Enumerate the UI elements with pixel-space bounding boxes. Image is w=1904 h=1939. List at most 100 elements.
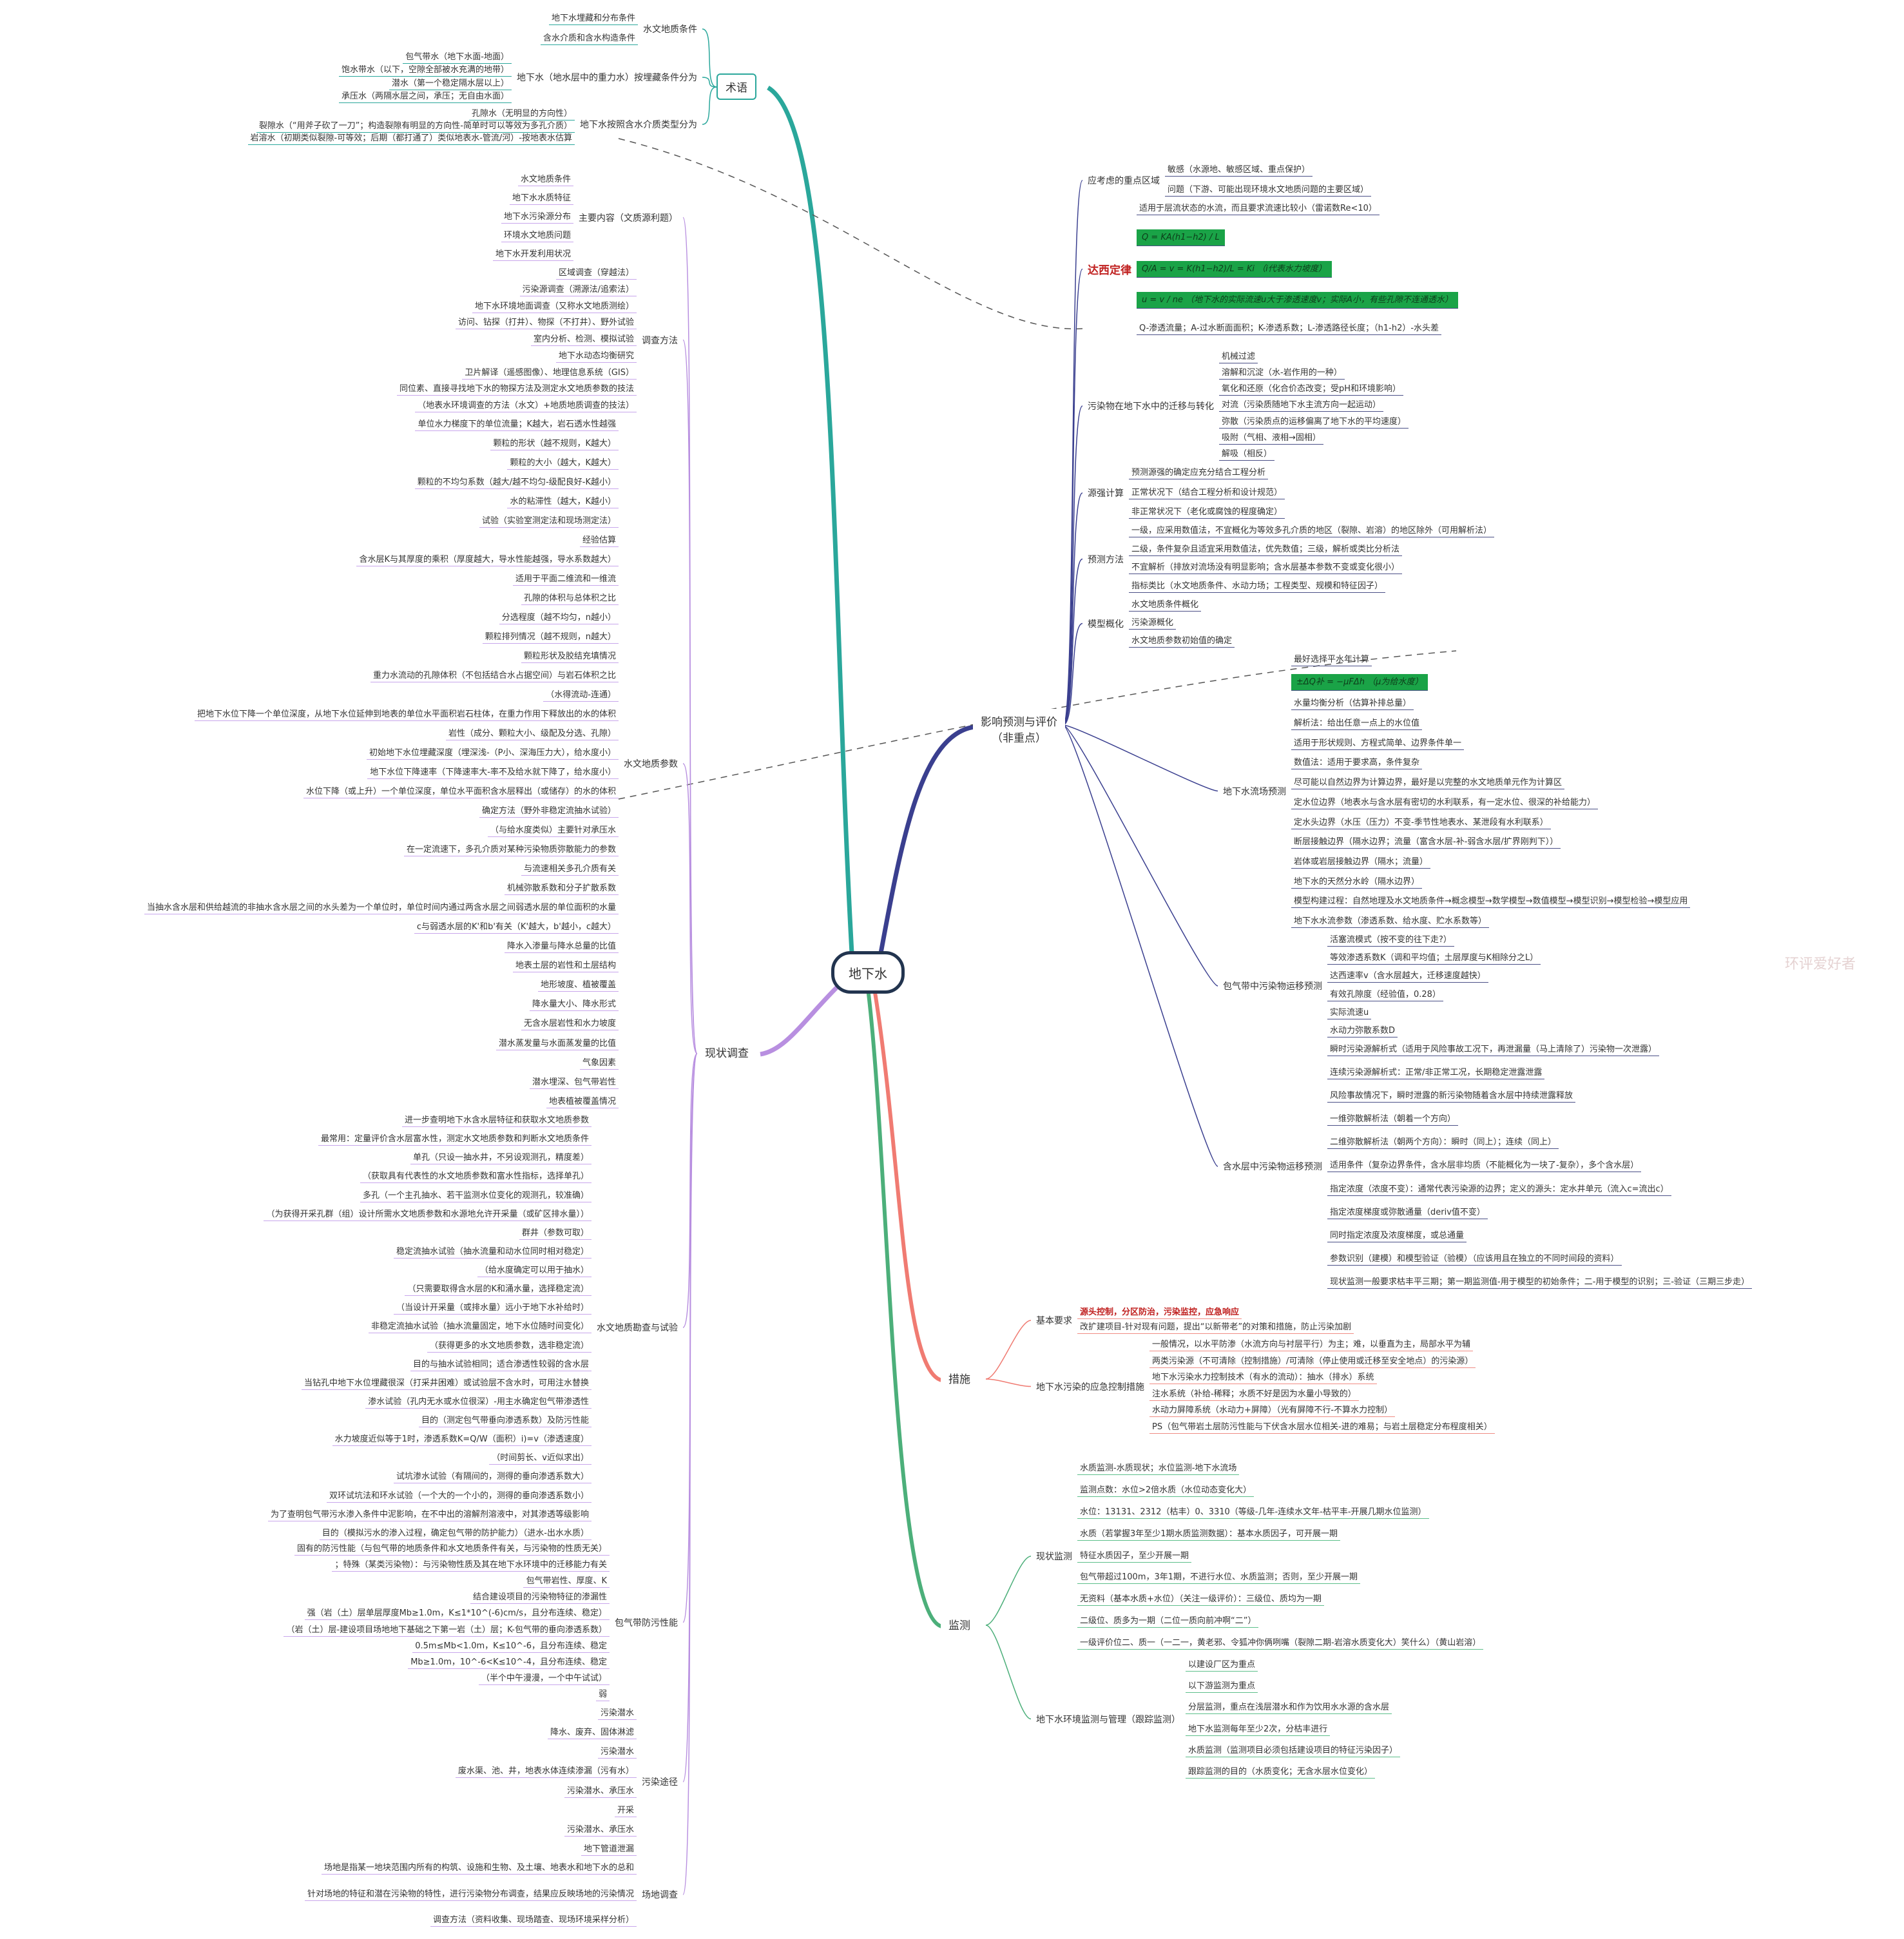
list-item[interactable]: 最好选择平水年计算 — [1291, 654, 1372, 666]
list-item[interactable]: 吸附（气相、液相→固相） — [1219, 432, 1323, 445]
branch-survey[interactable]: 现状调查 — [697, 1040, 756, 1064]
list-item[interactable]: 水的粘滞性（越大，K越小） — [507, 496, 619, 509]
list-item[interactable]: 地下水环境地面调查（又称水文地质测绘） — [472, 301, 637, 313]
list-item[interactable]: ±ΔQ补 = −μFΔh （μ为给水度） — [1291, 673, 1428, 691]
list-item[interactable]: 在一定流速下，多孔介质对某种污染物质弥散能力的参数 — [403, 844, 619, 857]
list-item[interactable]: 污染潜水、承压水 — [564, 1824, 637, 1837]
list-item[interactable]: 以下游监测为重点 — [1186, 1681, 1258, 1693]
list-item[interactable]: 适用于层流状态的水流，而且要求流速比较小（雷诺数Re<10） — [1137, 203, 1380, 215]
list-item[interactable]: 活塞流模式（按不变的往下走?） — [1327, 934, 1454, 947]
list-item[interactable]: 孔隙的体积与总体积之比 — [521, 593, 619, 606]
list-item[interactable]: 一般情况，以水平防渗（水流方向与衬层平行）为主；难，以垂直为主，局部水平为辅 — [1149, 1339, 1474, 1351]
list-item[interactable]: 二级位、质多为一期（二位一质向前冲啊“二”） — [1077, 1616, 1259, 1628]
list-item[interactable]: 氧化和还原（化合价态改变；受pH和环境影响） — [1219, 383, 1404, 396]
list-item[interactable]: 指定浓度梯度或弥散通量（deriv值不变） — [1327, 1207, 1488, 1219]
group-label[interactable]: 基本要求 — [1036, 1316, 1072, 1326]
list-item[interactable]: 承压水（两隔水层之间，承压；无自由水面） — [338, 91, 512, 103]
list-item[interactable]: 参数识别（建模）和模型验证（验模）（应该用且在独立的不同时间段的资料） — [1327, 1253, 1622, 1266]
list-item[interactable]: 弥散（污染质点的运移偏离了地下水的平均速度） — [1219, 416, 1409, 429]
list-item[interactable]: （地表水环境调查的方法（水文）+地质地质调查的技法） — [415, 400, 637, 412]
group-label[interactable]: 场地调查 — [642, 1890, 678, 1900]
list-item[interactable]: （时间剪长、v近似求出） — [489, 1452, 591, 1465]
list-item[interactable]: 污染源概化 — [1129, 617, 1177, 630]
list-item[interactable]: 颗粒的形状（越不规则，K越大） — [490, 438, 619, 451]
list-item[interactable]: 当钻孔中地下水位埋藏很深（打采井困难）或试验层不含水时，可用注水替换 — [301, 1378, 591, 1390]
list-item[interactable]: 非稳定流抽水试验（抽水流量固定，地下水位随时间变化） — [368, 1321, 591, 1334]
list-item[interactable]: Mb≥1.0m，10^-6<K≤10^-4，且分布连续、稳定 — [408, 1657, 610, 1669]
group-label[interactable]: 源强计算 — [1088, 488, 1124, 499]
list-item[interactable]: 目的与抽水试验相同；适合渗透性较弱的含水层 — [410, 1359, 591, 1371]
group-label[interactable]: 地下水（地水层中的重力水）按埋藏条件分为 — [517, 73, 697, 83]
list-item[interactable]: 经验估算 — [579, 535, 619, 548]
list-item[interactable]: 污染潜水、承压水 — [564, 1786, 637, 1798]
group-label[interactable]: 应考虑的重点区域 — [1088, 176, 1160, 186]
list-item[interactable]: 实际流速u — [1327, 1007, 1372, 1019]
list-item[interactable]: Q/A = v = K(h1−h2)/L = Ki （i代表水力坡度） — [1137, 260, 1332, 278]
list-item[interactable]: 0.5m≤Mb<1.0m，K≤10^-6，且分布连续、稳定 — [412, 1641, 610, 1653]
list-item[interactable]: 非正常状况下（老化或腐蚀的程度确定） — [1129, 506, 1285, 519]
group-label[interactable]: 预测方法 — [1088, 554, 1124, 565]
group-label[interactable]: 达西定律 — [1088, 264, 1131, 277]
list-item[interactable]: 试验（实验室测定法和现场测定法） — [479, 516, 619, 528]
list-item[interactable]: 污染源调查（溯源法/追索法） — [519, 284, 637, 296]
list-item[interactable]: 风险事故情况下，瞬时泄露的新污染物随着含水层中持续泄露释放 — [1327, 1090, 1576, 1103]
list-item[interactable]: 地下水位下降速率（下降速率大-率不及给水就下降了，给水度小） — [367, 767, 619, 780]
list-item[interactable]: 地下水的天然分水岭（隔水边界） — [1291, 876, 1423, 889]
list-item[interactable]: 地下水开发利用状况 — [492, 249, 573, 261]
list-item[interactable]: 目的（模拟污水的渗入过程，确定包气带的防护能力）（进水-出水水质） — [319, 1528, 591, 1540]
list-item[interactable]: 双环试坑法和环水试验（一个大的一个小的，测得的垂向渗透系数小） — [326, 1490, 591, 1503]
list-item[interactable]: PS（包气带岩土层防污性能与下伏含水层水位相关-进的难易；与岩土层稳定分布程度相… — [1149, 1422, 1495, 1434]
list-item[interactable]: 地形坡度、植被覆盖 — [537, 979, 619, 992]
list-item[interactable]: 正常状况下（结合工程分析和设计规范） — [1129, 487, 1285, 499]
list-item[interactable]: 潜水埋深、包气带岩性 — [529, 1077, 619, 1089]
list-item[interactable]: 解析法：给出任意一点上的水位值 — [1291, 718, 1423, 731]
list-item[interactable]: 源头控制，分区防治，污染监控，应急响应 — [1077, 1307, 1242, 1319]
list-item[interactable]: 污染潜水 — [597, 1708, 637, 1720]
list-item[interactable]: 潜水（第一个稳定隔水层以上） — [389, 78, 512, 90]
list-item[interactable]: 敏感（水源地、敏感区域、重点保护） — [1165, 164, 1313, 177]
list-item[interactable]: 水量均衡分析（估算补排总量） — [1291, 698, 1414, 711]
list-item[interactable]: 连续污染源解析式：正常/非正常工况，长期稳定泄露泄露 — [1327, 1067, 1545, 1080]
list-item[interactable]: 二维弥散解析法（朝两个方向）：瞬时（同上）；连续（同上） — [1327, 1137, 1559, 1150]
list-item[interactable]: 岩体或岩层接触边界（隔水；流量） — [1291, 856, 1431, 869]
list-item[interactable]: 注水系统（补给-稀释；水质不好是因为水量小导致的） — [1149, 1389, 1359, 1401]
list-item[interactable]: 水质（若掌握3年至少1期水质监测数据）：基本水质因子，可开展一期 — [1077, 1529, 1341, 1541]
list-item[interactable]: 室内分析、检测、模拟试验 — [530, 334, 637, 346]
list-item[interactable]: （获取具有代表性的水文地质参数和富水性指标，选择单孔） — [360, 1171, 591, 1184]
list-item[interactable]: 两类污染源（不可清除（控制措施）/可清除（停止使用或迁移至安全地点）的污染源） — [1149, 1356, 1476, 1368]
list-item[interactable]: 定水位边界（地表水与含水层有密切的水利联系，有一定水位、很深的补给能力） — [1291, 797, 1599, 809]
list-item[interactable]: u = v / ne （地下水的实际流速u大于渗透速度v；实际A小，有些孔隙不连… — [1137, 291, 1458, 309]
list-item[interactable]: Q = KA(h1−h2) / L — [1137, 229, 1225, 247]
list-item[interactable]: 初始地下水位埋藏深度（埋深浅-（P小、深海压力大），给水度小） — [366, 748, 619, 760]
list-item[interactable]: 数值法：适用于要求高，条件复杂 — [1291, 757, 1423, 770]
list-item[interactable]: 模型构建过程：自然地理及水文地质条件→概念模型→数学模型→数值模型→模型识别→模… — [1291, 896, 1691, 909]
list-item[interactable]: 含水介质和含水构造条件 — [540, 33, 638, 45]
group-label[interactable]: 污染途径 — [642, 1777, 678, 1788]
list-item[interactable]: 水文地质参数初始值的确定 — [1129, 635, 1235, 648]
list-item[interactable]: 溶解和沉淀（水-岩作用的一种） — [1219, 367, 1345, 380]
list-item[interactable]: 达西速率v（含水层越大，迁移速度越快） — [1327, 970, 1488, 983]
list-item[interactable]: 无含水层岩性和水力坡度 — [521, 1018, 619, 1031]
list-item[interactable]: 机械过滤 — [1219, 351, 1258, 363]
group-label[interactable]: 主要内容（文质源利题） — [579, 213, 678, 224]
list-item[interactable]: 岩溶水（初期类似裂隙-可等效；后期（都打通了）类似地表水-管流/河）-按地表水估… — [247, 133, 575, 145]
list-item[interactable]: 问题（下游、可能出现环境水文地质问题的主要区域） — [1165, 184, 1372, 197]
list-item[interactable]: 卫片解译（遥感图像）、地理信息系统（GIS） — [462, 367, 637, 380]
list-item[interactable]: 当抽水含水层和供给越流的非抽水含水层之间的水头差为一个单位时，单位时间内通过两含… — [144, 902, 619, 915]
list-item[interactable]: 指定浓度（浓度不变）：通常代表污染源的边界；定义的源头：定水井单元（流入c=流出… — [1327, 1184, 1671, 1196]
group-label[interactable]: 含水层中污染物运移预测 — [1223, 1162, 1322, 1172]
group-label[interactable]: 地下水污染的应急控制措施 — [1036, 1382, 1144, 1393]
list-item[interactable]: 水位下降（或上升）一个单位深度，单位水平面积含水层释出（或储存）的水的体积 — [303, 786, 619, 799]
list-item[interactable]: 包气带超过100m，3年1期，不进行水位、水质监测；否则，至少开展一期 — [1077, 1572, 1361, 1585]
list-item[interactable]: 区域调查（穿越法） — [555, 267, 637, 280]
list-item[interactable]: 结合建设项目的污染物特征的渗漏性 — [470, 1592, 610, 1605]
list-item[interactable]: 渗水试验（孔内无水或水位很深）-用主水确定包气带渗透性 — [365, 1396, 591, 1409]
list-item[interactable]: 稳定流抽水试验（抽水流量和动水位同时相对稳定） — [393, 1246, 591, 1259]
list-item[interactable]: 现状监测一般要求枯丰平三期；第一期监测值-用于模型的初始条件；二-用于模型的识别… — [1327, 1277, 1753, 1289]
list-item[interactable]: 进一步查明地下水含水层特征和获取水文地质参数 — [401, 1115, 591, 1127]
list-item[interactable]: 机械弥散系数和分子扩散系数 — [504, 883, 619, 896]
list-item[interactable]: 水位：13131、2312（枯丰）0、3310（等级-几年-连续水文年-枯平丰-… — [1077, 1507, 1429, 1519]
list-item[interactable]: 水动力弥散系数D — [1327, 1025, 1398, 1037]
group-label[interactable]: 调查方法 — [642, 335, 678, 346]
list-item[interactable]: 降水、废弃、固体淋滤 — [547, 1727, 637, 1740]
